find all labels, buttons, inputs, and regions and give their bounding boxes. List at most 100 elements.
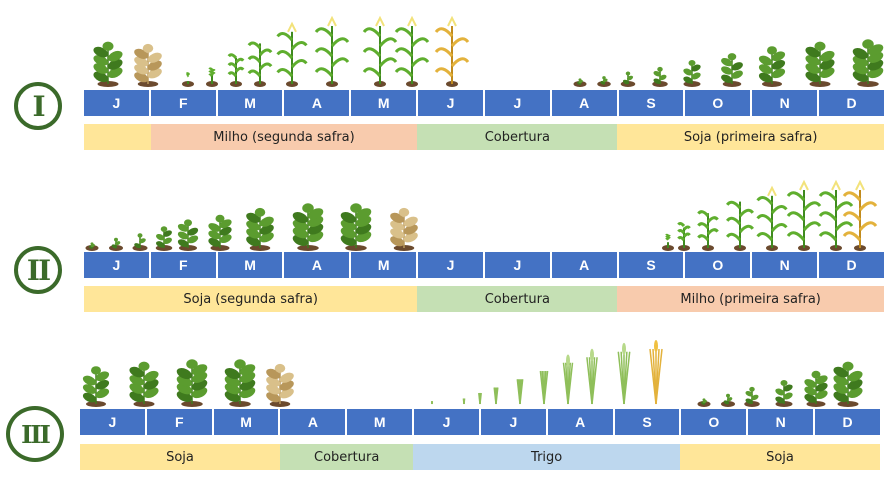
month-label: J [80, 409, 147, 435]
month-label: A [548, 409, 615, 435]
plant-icon [620, 71, 636, 87]
plant-illustrations [84, 8, 884, 88]
plant-icon [726, 200, 754, 251]
month-label: A [552, 252, 619, 278]
plant-icon [85, 242, 99, 251]
month-label: J [414, 409, 481, 435]
plant-icon [390, 207, 418, 251]
plant-icon [224, 359, 256, 407]
month-label: S [619, 252, 686, 278]
plant-icon [109, 237, 123, 251]
plant-icon [677, 221, 691, 251]
month-label: J [485, 90, 552, 116]
plant-icon [132, 233, 148, 251]
month-label: J [418, 90, 485, 116]
plant-icon [649, 340, 663, 405]
plant-icon [266, 363, 294, 407]
plant-icon [493, 387, 499, 405]
scheme-numeral-badge: I [14, 82, 62, 130]
month-label: N [752, 90, 820, 116]
plant-icon [758, 46, 786, 87]
plant-icon [516, 379, 524, 405]
plant-icon [586, 348, 598, 405]
plant-icon [462, 398, 466, 405]
plant-icon [842, 179, 878, 251]
plant-icon [804, 370, 828, 407]
plant-icon [176, 359, 208, 407]
plant-icon [292, 203, 324, 251]
month-label: S [619, 90, 686, 116]
month-label: D [842, 414, 853, 430]
crop-segment [84, 124, 151, 150]
plant-icon [208, 214, 232, 251]
plant-icon [134, 43, 162, 87]
plant-icon [276, 21, 308, 87]
crop-segment: Milho (segunda safra) [150, 124, 418, 150]
month-label: M [351, 90, 419, 116]
plant-icon [362, 15, 398, 87]
plant-icon [683, 60, 701, 87]
plant-icon [314, 15, 350, 87]
month-label: M [218, 252, 285, 278]
plant-icon [247, 41, 273, 87]
crop-segment: Trigo [413, 444, 680, 470]
plant-icon [818, 179, 854, 251]
plant-icon [394, 15, 430, 87]
plant-icon [597, 76, 611, 87]
month-label: A [552, 90, 619, 116]
month-label: F [151, 90, 218, 116]
month-label: M [214, 409, 281, 435]
month-label: J [485, 252, 552, 278]
crop-segment: Cobertura [417, 286, 618, 312]
crop-segment: Soja [680, 444, 880, 470]
month-label: F [151, 252, 218, 278]
plant-icon [562, 354, 574, 405]
plant-icon [805, 41, 835, 87]
plant-icon [652, 66, 668, 87]
plant-icon [539, 370, 549, 405]
month-label: D [846, 95, 857, 111]
plant-icon [434, 15, 470, 87]
plant-icon [430, 401, 434, 405]
scheme-numeral-badge: II [14, 246, 62, 294]
plant-illustrations [84, 172, 884, 252]
month-label: A [280, 409, 348, 435]
plant-icon [852, 39, 884, 87]
plant-icon [227, 53, 245, 87]
plant-icon [82, 366, 110, 407]
month-label: F [147, 409, 214, 435]
crop-segment: Milho (primeira safra) [617, 286, 884, 312]
plant-icon [697, 398, 711, 407]
month-label: M [351, 252, 419, 278]
plant-icon [662, 233, 674, 251]
month-label: J [481, 409, 548, 435]
month-label: M [347, 409, 415, 435]
month-label: S [615, 409, 682, 435]
plant-icon [744, 386, 760, 407]
plant-icon [775, 380, 793, 407]
month-label: A [284, 90, 352, 116]
plant-icon [756, 185, 788, 251]
plant-icon [340, 203, 372, 251]
crop-segment: Soja (primeira safra) [617, 124, 884, 150]
plant-icon [573, 78, 587, 87]
month-label: O [685, 252, 753, 278]
plant-icon [721, 53, 743, 87]
plant-icon [697, 210, 719, 251]
plant-icon [177, 219, 199, 251]
month-label: O [685, 90, 753, 116]
plant-icon [155, 226, 173, 251]
month-label: D [846, 257, 857, 273]
plant-icon [246, 207, 274, 251]
month-label: J [418, 252, 485, 278]
scheme-numeral-badge: III [6, 406, 64, 462]
plant-icon [129, 361, 159, 407]
month-label: N [748, 409, 816, 435]
plant-icon [833, 361, 863, 407]
